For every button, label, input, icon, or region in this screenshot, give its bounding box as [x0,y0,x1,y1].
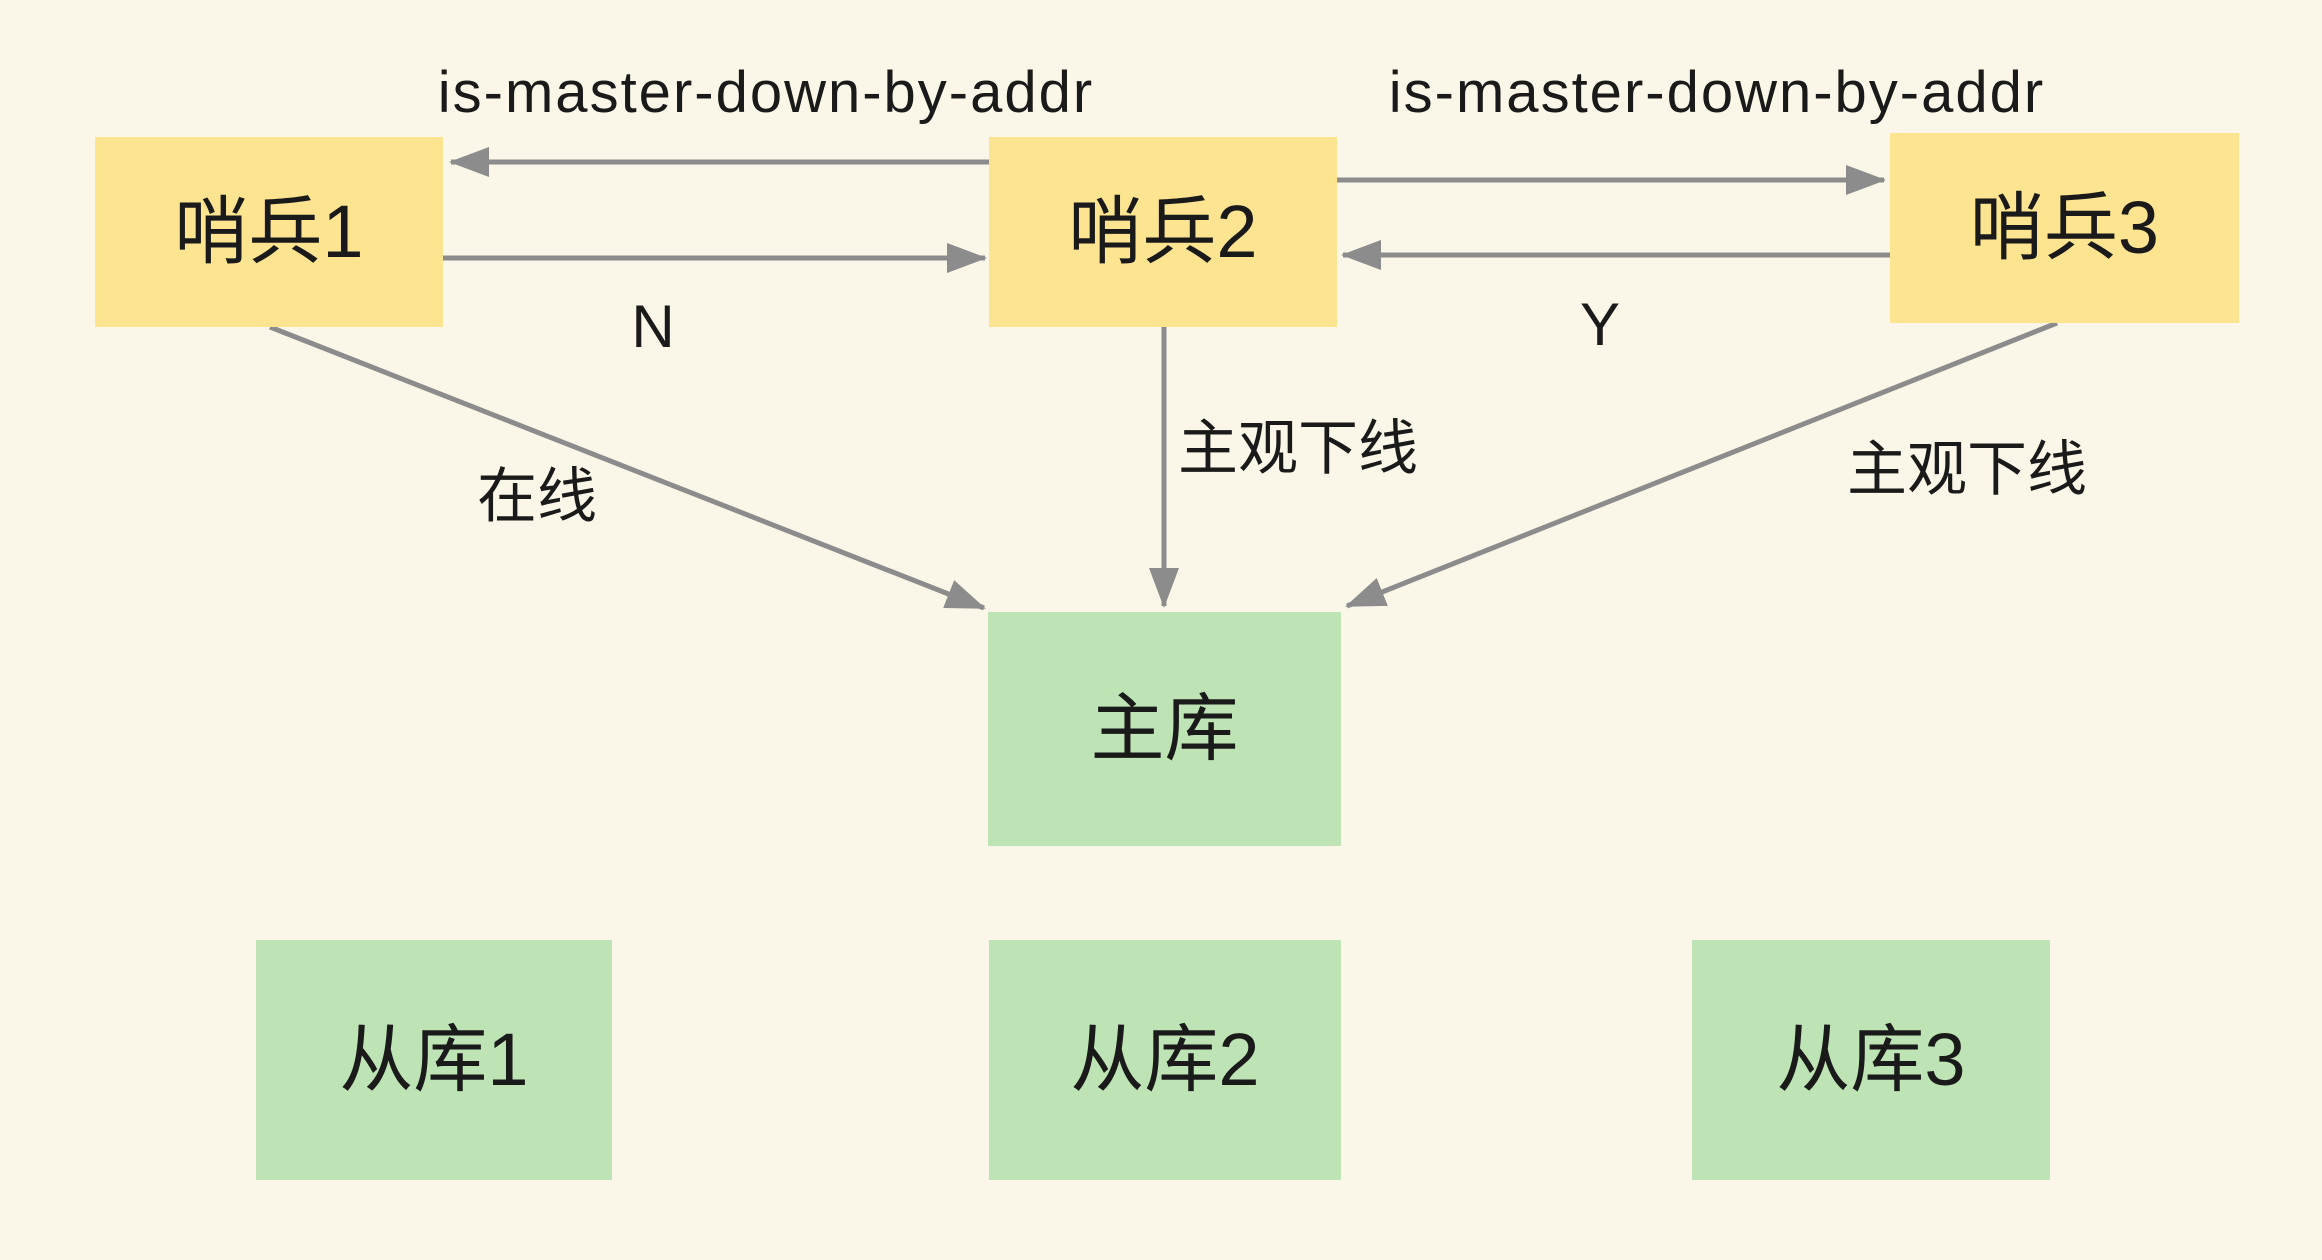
node-replica3-label: 从库3 [1776,1018,1966,1101]
node-master-label: 主库 [1090,687,1239,770]
node-replica2: 从库2 [989,940,1341,1180]
node-replica1-label: 从库1 [339,1018,529,1101]
edge-label-is-master-down-by-addr-left: is-master-down-by-addr [437,60,1095,125]
edge-label-vote-y: Y [1579,291,1621,358]
node-replica1: 从库1 [256,940,612,1180]
edge-label-online: 在线 [477,463,597,530]
edge-label-sdown-mid: 主观下线 [1178,415,1418,482]
node-sentinel2-label: 哨兵2 [1068,190,1258,273]
edge-label-sdown-right: 主观下线 [1847,436,2087,503]
node-sentinel3: 哨兵3 [1890,133,2239,323]
edge-label-vote-n: N [631,293,675,360]
node-sentinel1-label: 哨兵1 [174,190,364,273]
node-replica3: 从库3 [1692,940,2050,1180]
node-sentinel2: 哨兵2 [989,137,1337,327]
node-replica2-label: 从库2 [1070,1018,1260,1101]
edge-label-is-master-down-by-addr-right: is-master-down-by-addr [1388,60,2046,125]
node-sentinel1: 哨兵1 [95,137,443,327]
node-sentinel3-label: 哨兵3 [1969,186,2160,269]
edge-sentinel1-to-master [269,324,986,611]
node-master: 主库 [988,612,1341,846]
